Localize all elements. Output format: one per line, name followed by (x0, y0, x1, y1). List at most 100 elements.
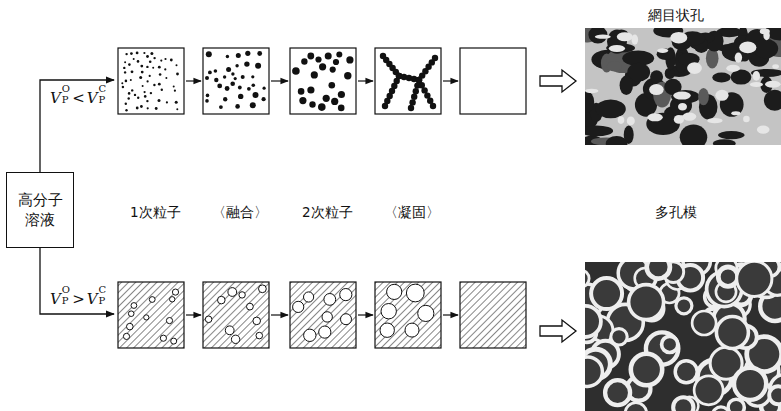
porous-film-photo (585, 262, 781, 411)
particle (131, 70, 134, 73)
cell (585, 306, 601, 337)
stage-square (203, 48, 269, 114)
particle (134, 94, 136, 96)
particle (319, 63, 326, 70)
stage-label: 1次粒子 (130, 204, 181, 220)
cell (629, 285, 664, 320)
particle (124, 71, 126, 73)
cell (769, 386, 781, 404)
strand (739, 42, 756, 54)
particle (158, 66, 161, 69)
particle (413, 88, 419, 94)
particle (165, 77, 167, 79)
particle (128, 92, 131, 95)
particle (304, 292, 314, 302)
particle (225, 86, 230, 91)
strand (731, 111, 740, 115)
cell (673, 397, 693, 411)
particle (143, 52, 145, 54)
strand (683, 113, 697, 121)
stage-square (460, 48, 526, 114)
variable: V (50, 290, 61, 308)
particle (123, 67, 125, 69)
cell (676, 298, 692, 314)
particle (322, 312, 332, 322)
script-stack: OP (61, 88, 70, 103)
particle (293, 301, 304, 312)
particle (131, 89, 133, 91)
particle (205, 76, 209, 80)
particle (309, 101, 315, 107)
condition-formula: VOP<VCP (50, 88, 107, 107)
node-text: 高分子 溶液 (13, 190, 67, 231)
stage-square (203, 282, 269, 348)
photo-caption: 網目状孔 (648, 7, 704, 24)
particle (218, 296, 226, 304)
particle (214, 69, 218, 73)
subscript: P (62, 94, 69, 106)
particle (331, 98, 338, 105)
particle (133, 58, 135, 60)
particle (323, 95, 330, 102)
cell (728, 399, 744, 411)
particle (307, 86, 314, 93)
particle (146, 55, 149, 58)
stage-square (290, 282, 356, 348)
particle (318, 103, 326, 111)
particle (298, 88, 305, 95)
step-arrow (358, 80, 373, 81)
particle (128, 63, 131, 66)
particle (245, 51, 250, 56)
strand (726, 65, 740, 72)
strand (715, 90, 728, 101)
stage-square (118, 48, 184, 114)
particle (238, 94, 243, 99)
step-arrow (443, 314, 458, 315)
particle (346, 56, 353, 63)
particle (430, 103, 436, 109)
superscript: O (62, 83, 70, 95)
particle (150, 92, 152, 94)
particle (239, 292, 245, 298)
subscript: P (62, 295, 69, 307)
stage-label: 2次粒子 (302, 204, 353, 220)
particle (206, 94, 210, 98)
particle (411, 94, 417, 100)
strand (595, 35, 611, 39)
particle (380, 323, 394, 337)
photo-caption: 多孔模 (655, 204, 697, 221)
particle (333, 59, 339, 65)
particle (125, 109, 127, 111)
mesh-pore-photo (585, 28, 781, 145)
particle (262, 97, 266, 101)
particle (159, 73, 162, 76)
particle (144, 91, 146, 93)
particle (329, 82, 336, 89)
cell (585, 357, 602, 386)
particle (340, 289, 352, 301)
strand (647, 113, 662, 121)
particle (149, 75, 151, 77)
particle (253, 92, 259, 98)
particle (344, 72, 351, 79)
script-stack: CP (98, 289, 107, 304)
strand (678, 103, 687, 111)
variable: V (50, 89, 61, 107)
particle (432, 55, 438, 61)
superscript: O (62, 284, 70, 296)
subscript: P (99, 94, 106, 106)
pore (585, 91, 594, 113)
particle (128, 311, 134, 317)
particle (225, 326, 234, 335)
strand (670, 32, 687, 44)
particle (214, 78, 218, 82)
particle (172, 289, 178, 295)
particle (176, 108, 178, 110)
step-arrow (271, 314, 288, 315)
stage-square (375, 48, 441, 114)
superscript: C (99, 284, 107, 296)
cell (662, 336, 678, 352)
particle (341, 314, 352, 325)
particle (304, 329, 316, 341)
particle (230, 82, 235, 87)
